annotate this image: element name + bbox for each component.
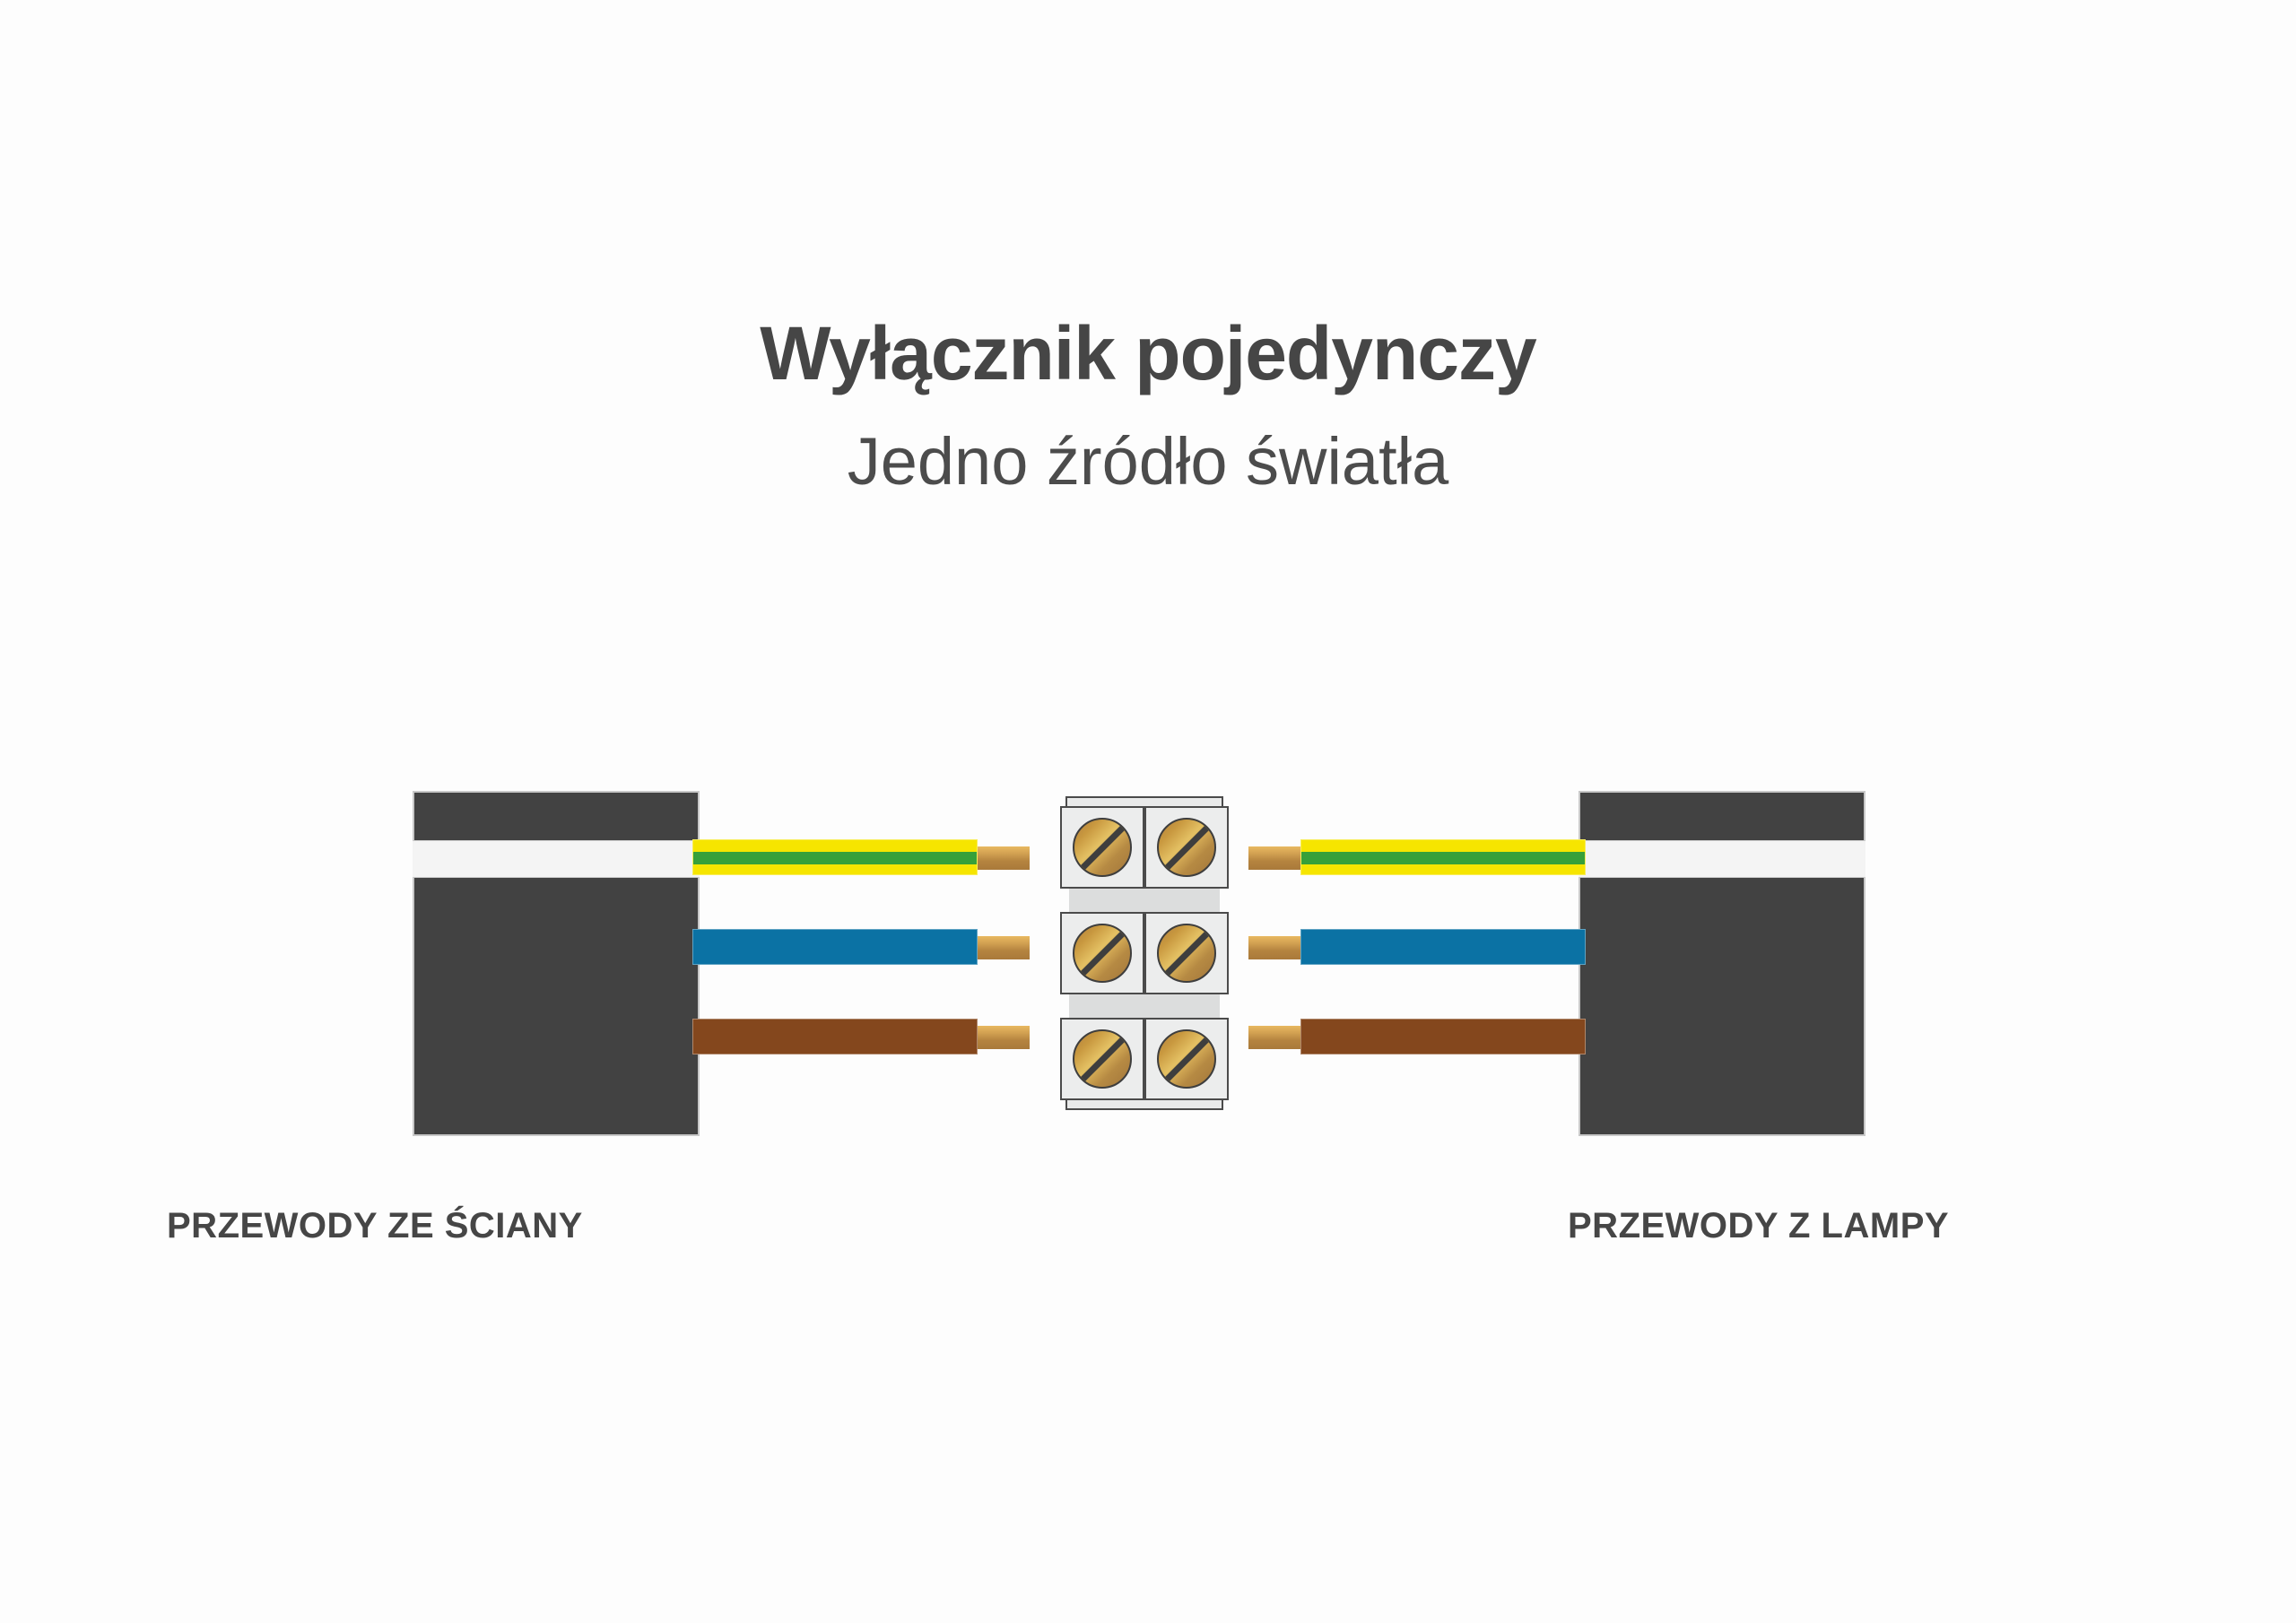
screw-head-icon[interactable] xyxy=(1073,818,1132,877)
screw-slot-icon xyxy=(1075,1032,1129,1086)
copper-conductor-icon xyxy=(978,936,1030,959)
terminal-row-3[interactable] xyxy=(1060,1018,1229,1100)
copper-conductor-icon xyxy=(978,1026,1030,1049)
terminal-cell-1-right[interactable] xyxy=(1144,806,1229,889)
terminal-cell-2-right[interactable] xyxy=(1144,912,1229,994)
screw-slot-icon xyxy=(1160,926,1213,980)
page-title: Wyłącznik pojedynczy xyxy=(760,311,1536,395)
wire-live-right-insulation xyxy=(1300,1019,1586,1055)
copper-conductor-icon xyxy=(1248,846,1300,870)
terminal-row-2[interactable] xyxy=(1060,912,1229,994)
screw-head-icon[interactable] xyxy=(1157,924,1216,983)
heading-group: Wyłącznik pojedynczy Jedno źródło światł… xyxy=(0,0,2296,495)
wire-earth-left-insulation xyxy=(692,839,978,875)
terminal-bridge-1 xyxy=(1069,889,1220,912)
screw-head-icon[interactable] xyxy=(1157,818,1216,877)
caption-wall-wires: PRZEWODY ZE ŚCIANY xyxy=(167,1206,583,1245)
copper-conductor-icon xyxy=(1248,1026,1300,1049)
copper-conductor-icon xyxy=(978,846,1030,870)
lamp-cable-block xyxy=(1578,791,1866,1136)
wall-cable-block-band xyxy=(413,840,700,878)
wire-earth-left-green-stripe xyxy=(693,852,977,864)
screw-slot-icon xyxy=(1160,820,1213,874)
screw-slot-icon xyxy=(1160,1032,1213,1086)
terminal-bottom-flange xyxy=(1065,1098,1223,1110)
terminal-row-1[interactable] xyxy=(1060,806,1229,889)
terminal-cell-2-left[interactable] xyxy=(1060,912,1144,994)
screw-slot-icon xyxy=(1075,820,1129,874)
wire-neutral-right-insulation xyxy=(1300,929,1586,965)
wall-cable-block xyxy=(413,791,700,1136)
screw-slot-icon xyxy=(1075,926,1129,980)
wire-earth-right-green-stripe xyxy=(1301,852,1585,864)
terminal-bridge-2 xyxy=(1069,994,1220,1018)
wire-live-left-insulation xyxy=(692,1019,978,1055)
wire-neutral-left-insulation xyxy=(692,929,978,965)
terminal-cell-3-left[interactable] xyxy=(1060,1018,1144,1100)
screw-terminal-connector[interactable] xyxy=(1060,796,1229,1110)
screw-head-icon[interactable] xyxy=(1073,1029,1132,1089)
caption-lamp-wires: PRZEWODY Z LAMPY xyxy=(1568,1206,1950,1245)
wire-earth-right-insulation xyxy=(1300,839,1586,875)
lamp-cable-block-band xyxy=(1578,840,1866,878)
page-subtitle: Jedno źródło światła xyxy=(847,424,1449,499)
screw-head-icon[interactable] xyxy=(1157,1029,1216,1089)
screw-head-icon[interactable] xyxy=(1073,924,1132,983)
copper-conductor-icon xyxy=(1248,936,1300,959)
terminal-cell-3-right[interactable] xyxy=(1144,1018,1229,1100)
terminal-cell-1-left[interactable] xyxy=(1060,806,1144,889)
